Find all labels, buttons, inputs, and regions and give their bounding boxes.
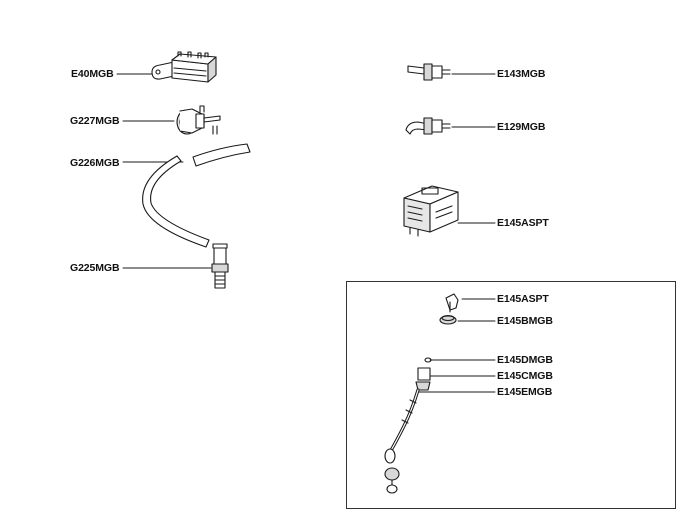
inset-label-e145emgb: E145EMGB (497, 386, 553, 398)
leader-lines (116, 73, 496, 393)
part-label-e40mgb: E40MGB (71, 68, 114, 80)
inset-box (346, 281, 676, 509)
part-label-g227mgb: G227MGB (70, 115, 120, 127)
cable-assembly-drawing (384, 357, 432, 494)
part-label-e129mgb: E129MGB (497, 121, 546, 133)
switch-g227mgb-drawing (176, 105, 221, 135)
inset-label-e145cmgb: E145CMGB (497, 370, 553, 382)
switch-e143mgb-drawing (407, 63, 451, 81)
switch-e145aspt-drawing (403, 185, 459, 237)
part-label-g226mgb: G226MGB (70, 157, 120, 169)
part-label-e145aspt: E145ASPT (497, 217, 549, 229)
part-label-e143mgb: E143MGB (497, 68, 546, 80)
inset-label-e145dmgb: E145DMGB (497, 354, 553, 366)
hose-g226mgb-drawing (142, 143, 251, 248)
relay-e40mgb-drawing (151, 51, 217, 83)
switch-e129mgb-drawing (405, 117, 451, 135)
part-label-g225mgb: G225MGB (70, 262, 120, 274)
fitting-g225mgb-drawing (211, 243, 229, 289)
switch-knob-drawing (439, 293, 459, 325)
inset-label-e145aspt: E145ASPT (497, 293, 549, 305)
inset-label-e145bmgb: E145BMGB (497, 315, 553, 327)
